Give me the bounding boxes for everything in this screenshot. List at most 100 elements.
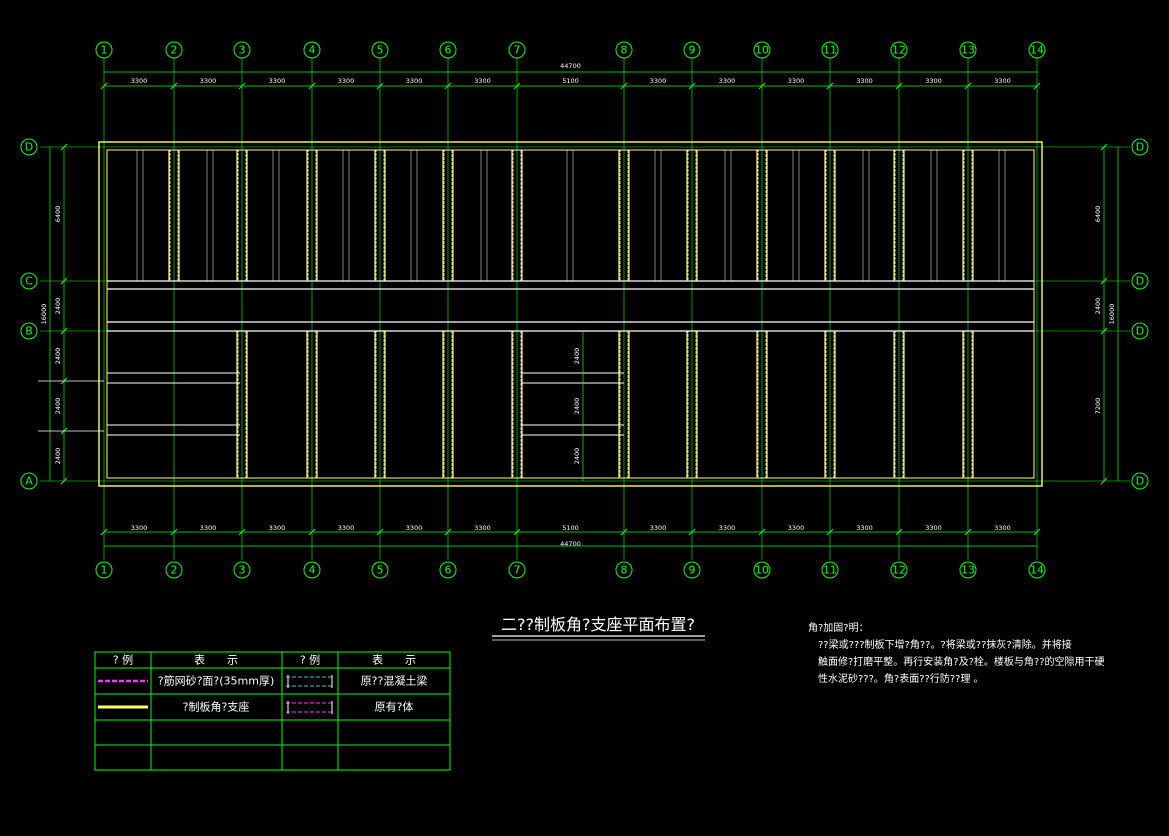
dim-span-label: 3300 [269, 524, 286, 532]
row-bubble-left-A [20, 472, 38, 490]
legend-header-desc-1: 表 示 [194, 653, 238, 667]
dim-tick-86-6 [513, 82, 521, 90]
row-bubble-right-label: D [1136, 275, 1144, 288]
row-bubble-left-D [20, 138, 38, 156]
beam-top-762 [757, 149, 767, 282]
dim-span-label: 3300 [406, 77, 423, 85]
dim-span-label: 3300 [269, 77, 286, 85]
col-bubble-label-5: 5 [377, 564, 384, 577]
row-bubble-left-label: A [25, 475, 33, 488]
col-bubble-4 [303, 561, 321, 579]
col-bubble-1 [95, 561, 113, 579]
dim-inner-label: 2400 [573, 348, 581, 365]
dim-span-label: 3300 [994, 524, 1011, 532]
col-bubble-5 [371, 561, 389, 579]
beam-top-899 [894, 149, 904, 282]
dim-tick-86-5 [444, 82, 452, 90]
row-bubble-right-D [1131, 138, 1149, 156]
col-bubble-label-2: 2 [171, 564, 178, 577]
dim-tick-532-3 [308, 528, 316, 536]
beam-top-380 [375, 149, 385, 282]
dim-inner-label: 2400 [573, 398, 581, 415]
beam-top-174 [169, 149, 179, 282]
col-bubble-14 [1028, 561, 1046, 579]
beam-top-242 [237, 149, 247, 282]
beam-bot-624 [619, 330, 629, 479]
col-bubble-label-10: 10 [755, 44, 769, 57]
col-bubble-label-1: 1 [101, 44, 108, 57]
dim-span-label: 3300 [131, 77, 148, 85]
beam-bot-830 [825, 330, 835, 479]
row-bubble-right-D [1131, 472, 1149, 490]
col-bubble-label-6: 6 [445, 564, 452, 577]
dim-left-total-label: 16000 [40, 304, 48, 325]
legend-desc-3: ?制板角?支座 [183, 700, 250, 714]
dim-span-label: 5100 [562, 77, 579, 85]
col-bubble-label-7: 7 [514, 44, 521, 57]
col-bubble-label-7: 7 [514, 564, 521, 577]
dim-span-label: 3300 [338, 524, 355, 532]
dim-span-label: 3300 [719, 524, 736, 532]
dim-span-label: 3300 [856, 77, 873, 85]
dimension-lines: 3300 3300 3300 3300 3300 3300 5100 3300 3300 3300… [38, 62, 1119, 548]
dim-tick-86-2 [238, 82, 246, 90]
col-bubble-label-2: 2 [171, 44, 178, 57]
col-bubble-label-10: 10 [755, 564, 769, 577]
col-bubble-5 [371, 41, 389, 59]
col-bubble-label-4: 4 [309, 564, 316, 577]
dim-total-label: 44700 [560, 540, 581, 548]
notes-line-2: 触面修?打磨平整。再行安装角?及?栓。楼板与角??的空隙用干硬 [818, 655, 1105, 668]
legend-desc-1: ?筋网砂?面?(35mm厚) [158, 674, 275, 688]
col-bubble-2 [165, 41, 183, 59]
dim-span-label: 3300 [406, 524, 423, 532]
dim-tick-532-10 [826, 528, 834, 536]
beam-bot-242 [237, 330, 247, 479]
col-bubble-7 [508, 561, 526, 579]
legend-header-symbol-1: ? 例 [113, 653, 133, 667]
dim-right-total-label: 16000 [1108, 304, 1116, 325]
dim-span-label: 3300 [788, 524, 805, 532]
dim-right-tick-0 [1100, 143, 1108, 151]
dim-span-label: 5100 [562, 524, 579, 532]
col-bubble-11 [821, 561, 839, 579]
legend-desc-2: 原??混凝土梁 [361, 674, 428, 688]
col-bubble-label-14: 14 [1030, 564, 1044, 577]
col-bubble-label-12: 12 [892, 44, 906, 57]
beam-bot-899 [894, 330, 904, 479]
dim-tick-86-7 [620, 82, 628, 90]
dim-left-label: 6400 [54, 206, 62, 223]
col-bubble-6 [439, 41, 457, 59]
dim-tick-532-9 [758, 528, 766, 536]
col-bubble-label-13: 13 [961, 564, 975, 577]
dim-left-label: 2400 [54, 448, 62, 465]
notes-line-1: ??梁或???制板下增?角??。?将梁或??抹灰?清除。并将接 [818, 638, 1072, 651]
col-bubble-8 [615, 41, 633, 59]
dim-tick-86-1 [170, 82, 178, 90]
notes-heading: 角?加固?明： [808, 622, 869, 634]
beam-top-830 [825, 149, 835, 282]
dim-inner-label: 2400 [573, 448, 581, 465]
col-bubble-3 [233, 41, 251, 59]
dim-tick-86-10 [826, 82, 834, 90]
beam-bot-380 [375, 330, 385, 479]
dim-span-label: 3300 [925, 77, 942, 85]
dim-tick-532-12 [964, 528, 972, 536]
col-bubble-label-6: 6 [445, 44, 452, 57]
beam-bot-968 [963, 330, 973, 479]
col-bubble-label-5: 5 [377, 44, 384, 57]
notes-line-3: 性水泥砂???。角?表面??行防??理 。 [818, 672, 984, 685]
col-bubble-3 [233, 561, 251, 579]
col-bubble-label-9: 9 [689, 564, 696, 577]
legend-table: ? 例 表 示 ? 例 表 示 ?筋网砂?面?(35mm厚) 原??混凝土梁 [94, 651, 451, 771]
dim-right-label: 6400 [1094, 206, 1102, 223]
dim-tick-532-13 [1033, 528, 1041, 536]
col-bubble-label-3: 3 [239, 564, 246, 577]
row-bubble-left-B [20, 322, 38, 340]
dim-left-tick-0 [60, 143, 68, 151]
axis-grid [40, 58, 1130, 560]
dim-left-label: 2400 [54, 298, 62, 315]
row-bubble-left-label: B [25, 325, 33, 338]
beam-top-968 [963, 149, 973, 282]
col-bubble-9 [683, 561, 701, 579]
